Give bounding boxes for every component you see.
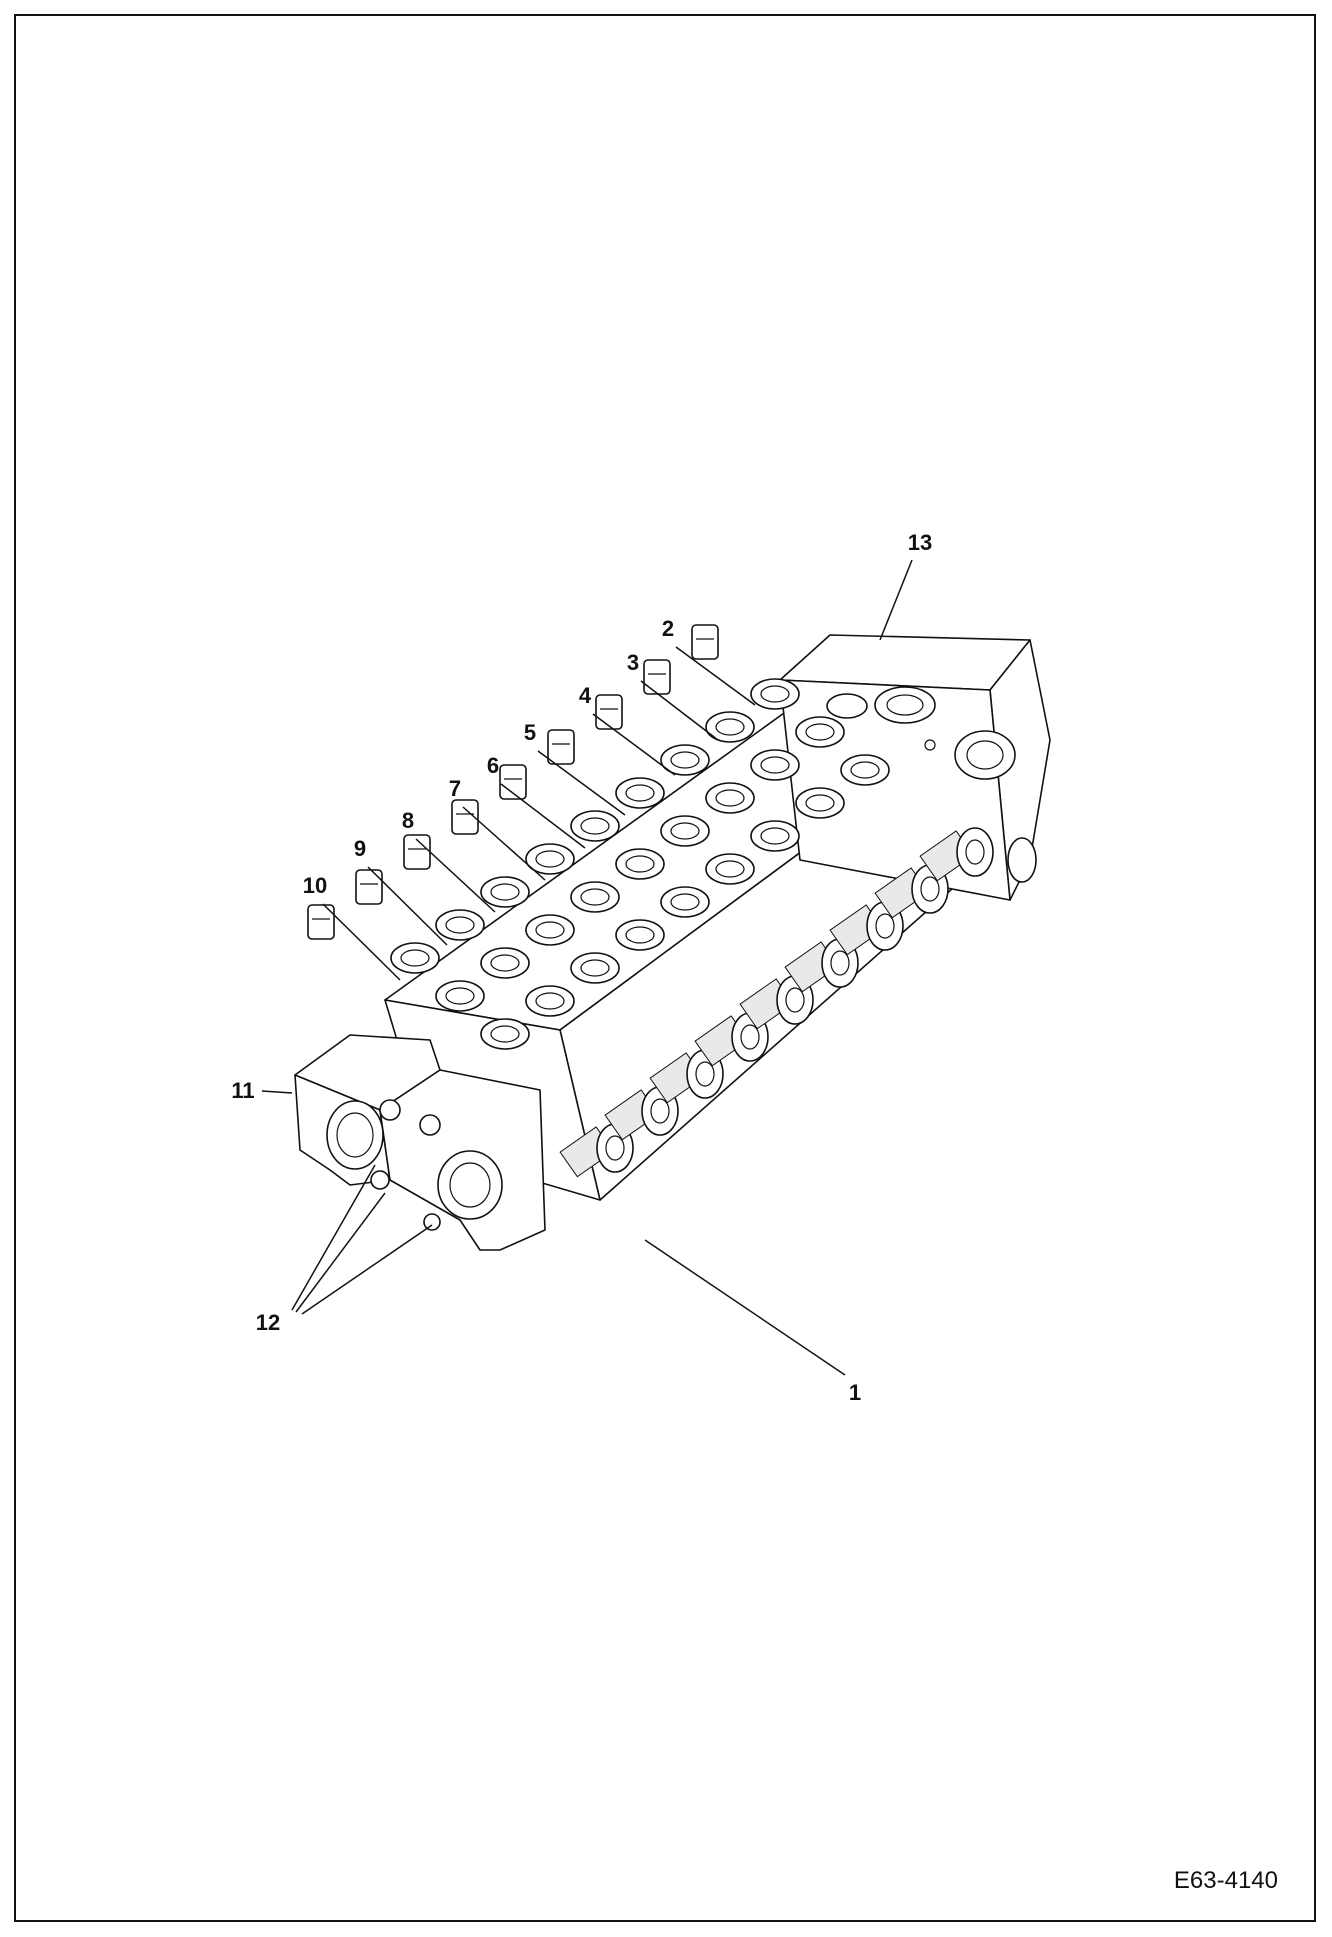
leader-7 xyxy=(462,806,546,881)
callout-1: 1 xyxy=(849,1380,861,1405)
leader-13 xyxy=(879,559,913,641)
callout-5: 5 xyxy=(524,720,536,745)
valve-assembly-illustration xyxy=(294,624,1051,1251)
callout-7: 7 xyxy=(449,776,461,801)
leader-1 xyxy=(644,1239,846,1376)
drawing-number: E63-4140 xyxy=(1173,1867,1278,1894)
port-rings xyxy=(390,678,890,1050)
callout-13: 13 xyxy=(908,530,932,555)
pilot-fittings xyxy=(307,624,719,940)
callout-9: 9 xyxy=(354,836,366,861)
callout-2: 2 xyxy=(662,616,674,641)
callout-12: 12 xyxy=(256,1310,280,1335)
leader-8 xyxy=(415,838,496,913)
callout-3: 3 xyxy=(627,650,639,675)
callout-10: 10 xyxy=(303,873,327,898)
leader-2 xyxy=(675,646,756,706)
leader-5 xyxy=(537,750,626,816)
leader-11 xyxy=(261,1090,293,1094)
callout-4: 4 xyxy=(579,683,592,708)
callout-labels: 1 2 3 4 5 6 7 8 9 10 11 12 13 xyxy=(231,530,932,1405)
spool-end-caps xyxy=(559,827,994,1178)
leader-10 xyxy=(322,903,401,981)
leader-9 xyxy=(367,866,448,946)
leader-12c xyxy=(301,1224,433,1315)
callout-8: 8 xyxy=(402,808,414,833)
leader-4 xyxy=(592,713,676,776)
drawing-frame xyxy=(14,14,1316,1922)
leader-12b xyxy=(295,1192,386,1313)
leader-3 xyxy=(640,680,719,741)
leader-lines xyxy=(261,559,913,1376)
leader-12a xyxy=(291,1164,376,1311)
callout-11: 11 xyxy=(231,1078,254,1103)
leader-6 xyxy=(500,783,586,849)
callout-6: 6 xyxy=(487,753,499,778)
